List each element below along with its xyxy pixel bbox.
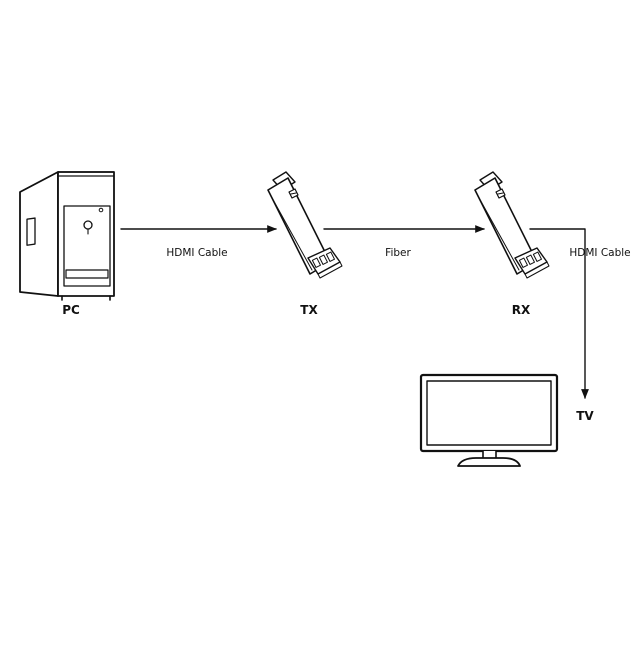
node-label-pc: PC — [62, 303, 80, 317]
tx-dongle-icon — [267, 171, 343, 279]
link-label-tx-rx: Fiber — [385, 247, 411, 259]
pc-icon — [19, 171, 115, 301]
rx-dongle-icon — [474, 171, 550, 279]
link-rx-tv-line — [529, 228, 589, 399]
node-label-rx: RX — [512, 303, 531, 317]
node-label-tx: TX — [300, 303, 318, 317]
link-label-pc-tx: HDMI Cable — [166, 247, 227, 259]
node-label-tv: TV — [576, 409, 594, 423]
link-label-rx-tv: HDMI Cable — [569, 247, 630, 259]
tv-monitor-icon — [419, 373, 559, 467]
